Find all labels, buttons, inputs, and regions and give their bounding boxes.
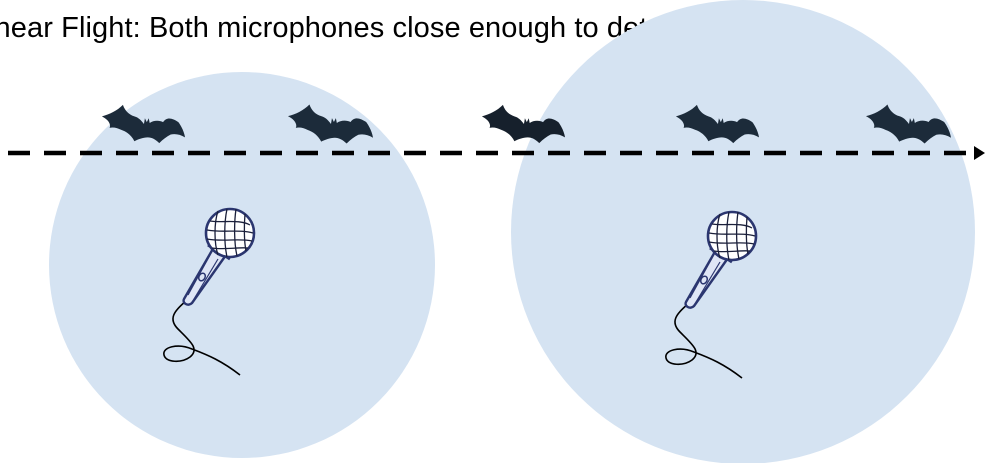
flight-path-arrowhead bbox=[974, 146, 985, 160]
detection-zone-left bbox=[49, 72, 435, 458]
